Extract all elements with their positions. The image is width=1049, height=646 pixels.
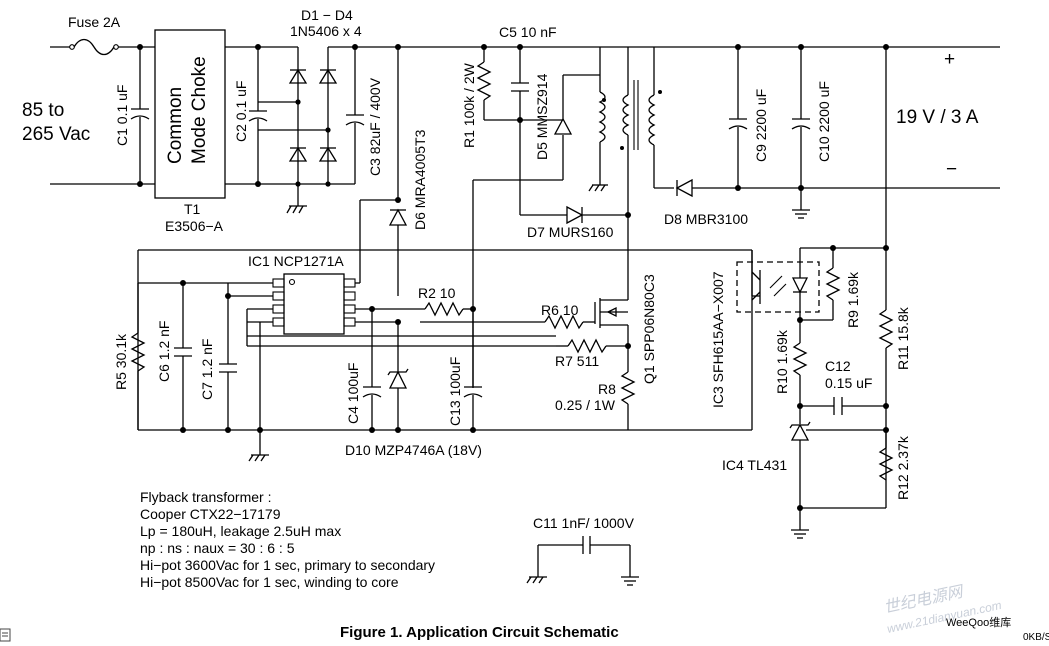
- keyboard-icon[interactable]: [0, 628, 11, 642]
- note-line: Cooper CTX22−17179: [140, 506, 281, 522]
- y-capacitor-c11: [526, 536, 639, 586]
- component-labels: Fuse 2A 85 to 265 Vac C1 0.1 uF Common M…: [22, 7, 979, 531]
- label-d6: D6 MRA4005T3: [412, 129, 428, 230]
- note-line: Hi−pot 3600Vac for 1 sec, primary to sec…: [140, 557, 435, 573]
- note-line: Hi−pot 8500Vac for 1 sec, winding to cor…: [140, 574, 399, 590]
- label-fuse: Fuse 2A: [68, 14, 121, 30]
- label-r5: R5 30.1k: [113, 333, 129, 390]
- label-c4: C4 100uF: [345, 363, 361, 424]
- label-input-range-1: 85 to: [22, 100, 64, 121]
- label-c12-1: C12: [825, 358, 851, 374]
- label-r6: R6 10: [541, 302, 579, 318]
- label-output: 19 V / 3 A: [896, 107, 979, 128]
- watermark-brand: WeeQoo维库: [946, 616, 1011, 629]
- label-choke-1: Common: [165, 87, 186, 164]
- input-section: [50, 29, 1000, 214]
- mosfet-q1: [594, 296, 629, 372]
- note-line: np : ns : naux = 30 : 6 : 5: [140, 540, 295, 556]
- label-d5: D5 MMSZ914: [534, 73, 550, 160]
- label-ic3: IC3 SFH615AA−X007: [710, 271, 726, 408]
- label-d7: D7 MURS160: [527, 224, 614, 240]
- label-d8: D8 MBR3100: [664, 211, 748, 227]
- label-c6: C6 1.2 nF: [156, 321, 172, 382]
- label-c1: C1 0.1 uF: [114, 85, 130, 146]
- label-r10: R10 1.69k: [774, 329, 790, 394]
- label-c13: C13 100uF: [447, 357, 463, 426]
- figure-caption: Figure 1. Application Circuit Schematic: [340, 624, 619, 641]
- note-line: Lp = 180uH, leakage 2.5uH max: [140, 523, 341, 539]
- label-r7: R7 511: [555, 353, 599, 369]
- label-r2: R2 10: [418, 285, 456, 301]
- label-plus: +: [944, 49, 955, 70]
- label-choke-2: Mode Choke: [189, 56, 210, 164]
- label-r11: R11 15.8k: [895, 306, 911, 370]
- label-bridge-part: 1N5406 x 4: [290, 23, 362, 39]
- label-c11: C11 1nF/ 1000V: [533, 515, 635, 531]
- bridge-rectifier: [258, 46, 355, 214]
- label-r8-1: R8: [598, 381, 616, 397]
- label-c7: C7 1.2 nF: [199, 339, 215, 400]
- transformer-notes: Flyback transformer : Cooper CTX22−17179…: [140, 489, 435, 590]
- label-bridge: D1 − D4: [301, 7, 353, 23]
- label-r8-2: 0.25 / 1W: [555, 397, 616, 413]
- status-readout: 0KB/S: [1023, 632, 1049, 643]
- label-r12: R12 2.37k: [895, 435, 911, 500]
- flyback-transformer: [588, 47, 662, 296]
- note-line: Flyback transformer :: [140, 489, 271, 505]
- label-c9: C9 2200 uF: [753, 89, 769, 162]
- label-t1: T1: [184, 201, 201, 217]
- label-c3: C3 82uF / 400V: [367, 77, 383, 176]
- label-minus: −: [946, 159, 957, 180]
- fuse-symbol: [73, 38, 115, 56]
- label-r1: R1 100k / 2W: [461, 62, 477, 148]
- watermark: 世纪电源网 www.21dianyuan.com WeeQoo维库 0KB/S: [882, 582, 1049, 643]
- label-c10: C10 2200 uF: [816, 81, 832, 162]
- label-ic1: IC1 NCP1271A: [248, 253, 344, 269]
- label-c5: C5 10 nF: [499, 24, 557, 40]
- label-ic4: IC4 TL431: [722, 457, 787, 473]
- common-mode-choke: [154, 29, 226, 199]
- label-d10: D10 MZP4746A (18V): [345, 442, 482, 458]
- primary-side: [130, 44, 753, 462]
- secondary-side: [653, 44, 1000, 539]
- ic1-ncp1271a: [283, 273, 345, 335]
- optocoupler-ic3: [736, 261, 820, 313]
- label-r9: R9 1.69k: [845, 271, 861, 328]
- label-c12-2: 0.15 uF: [825, 375, 872, 391]
- label-input-range-2: 265 Vac: [22, 124, 90, 145]
- label-t1-part: E3506−A: [165, 218, 224, 234]
- label-c2: C2 0.1 uF: [233, 81, 249, 142]
- label-q1: Q1 SPP06N80C3: [641, 274, 657, 384]
